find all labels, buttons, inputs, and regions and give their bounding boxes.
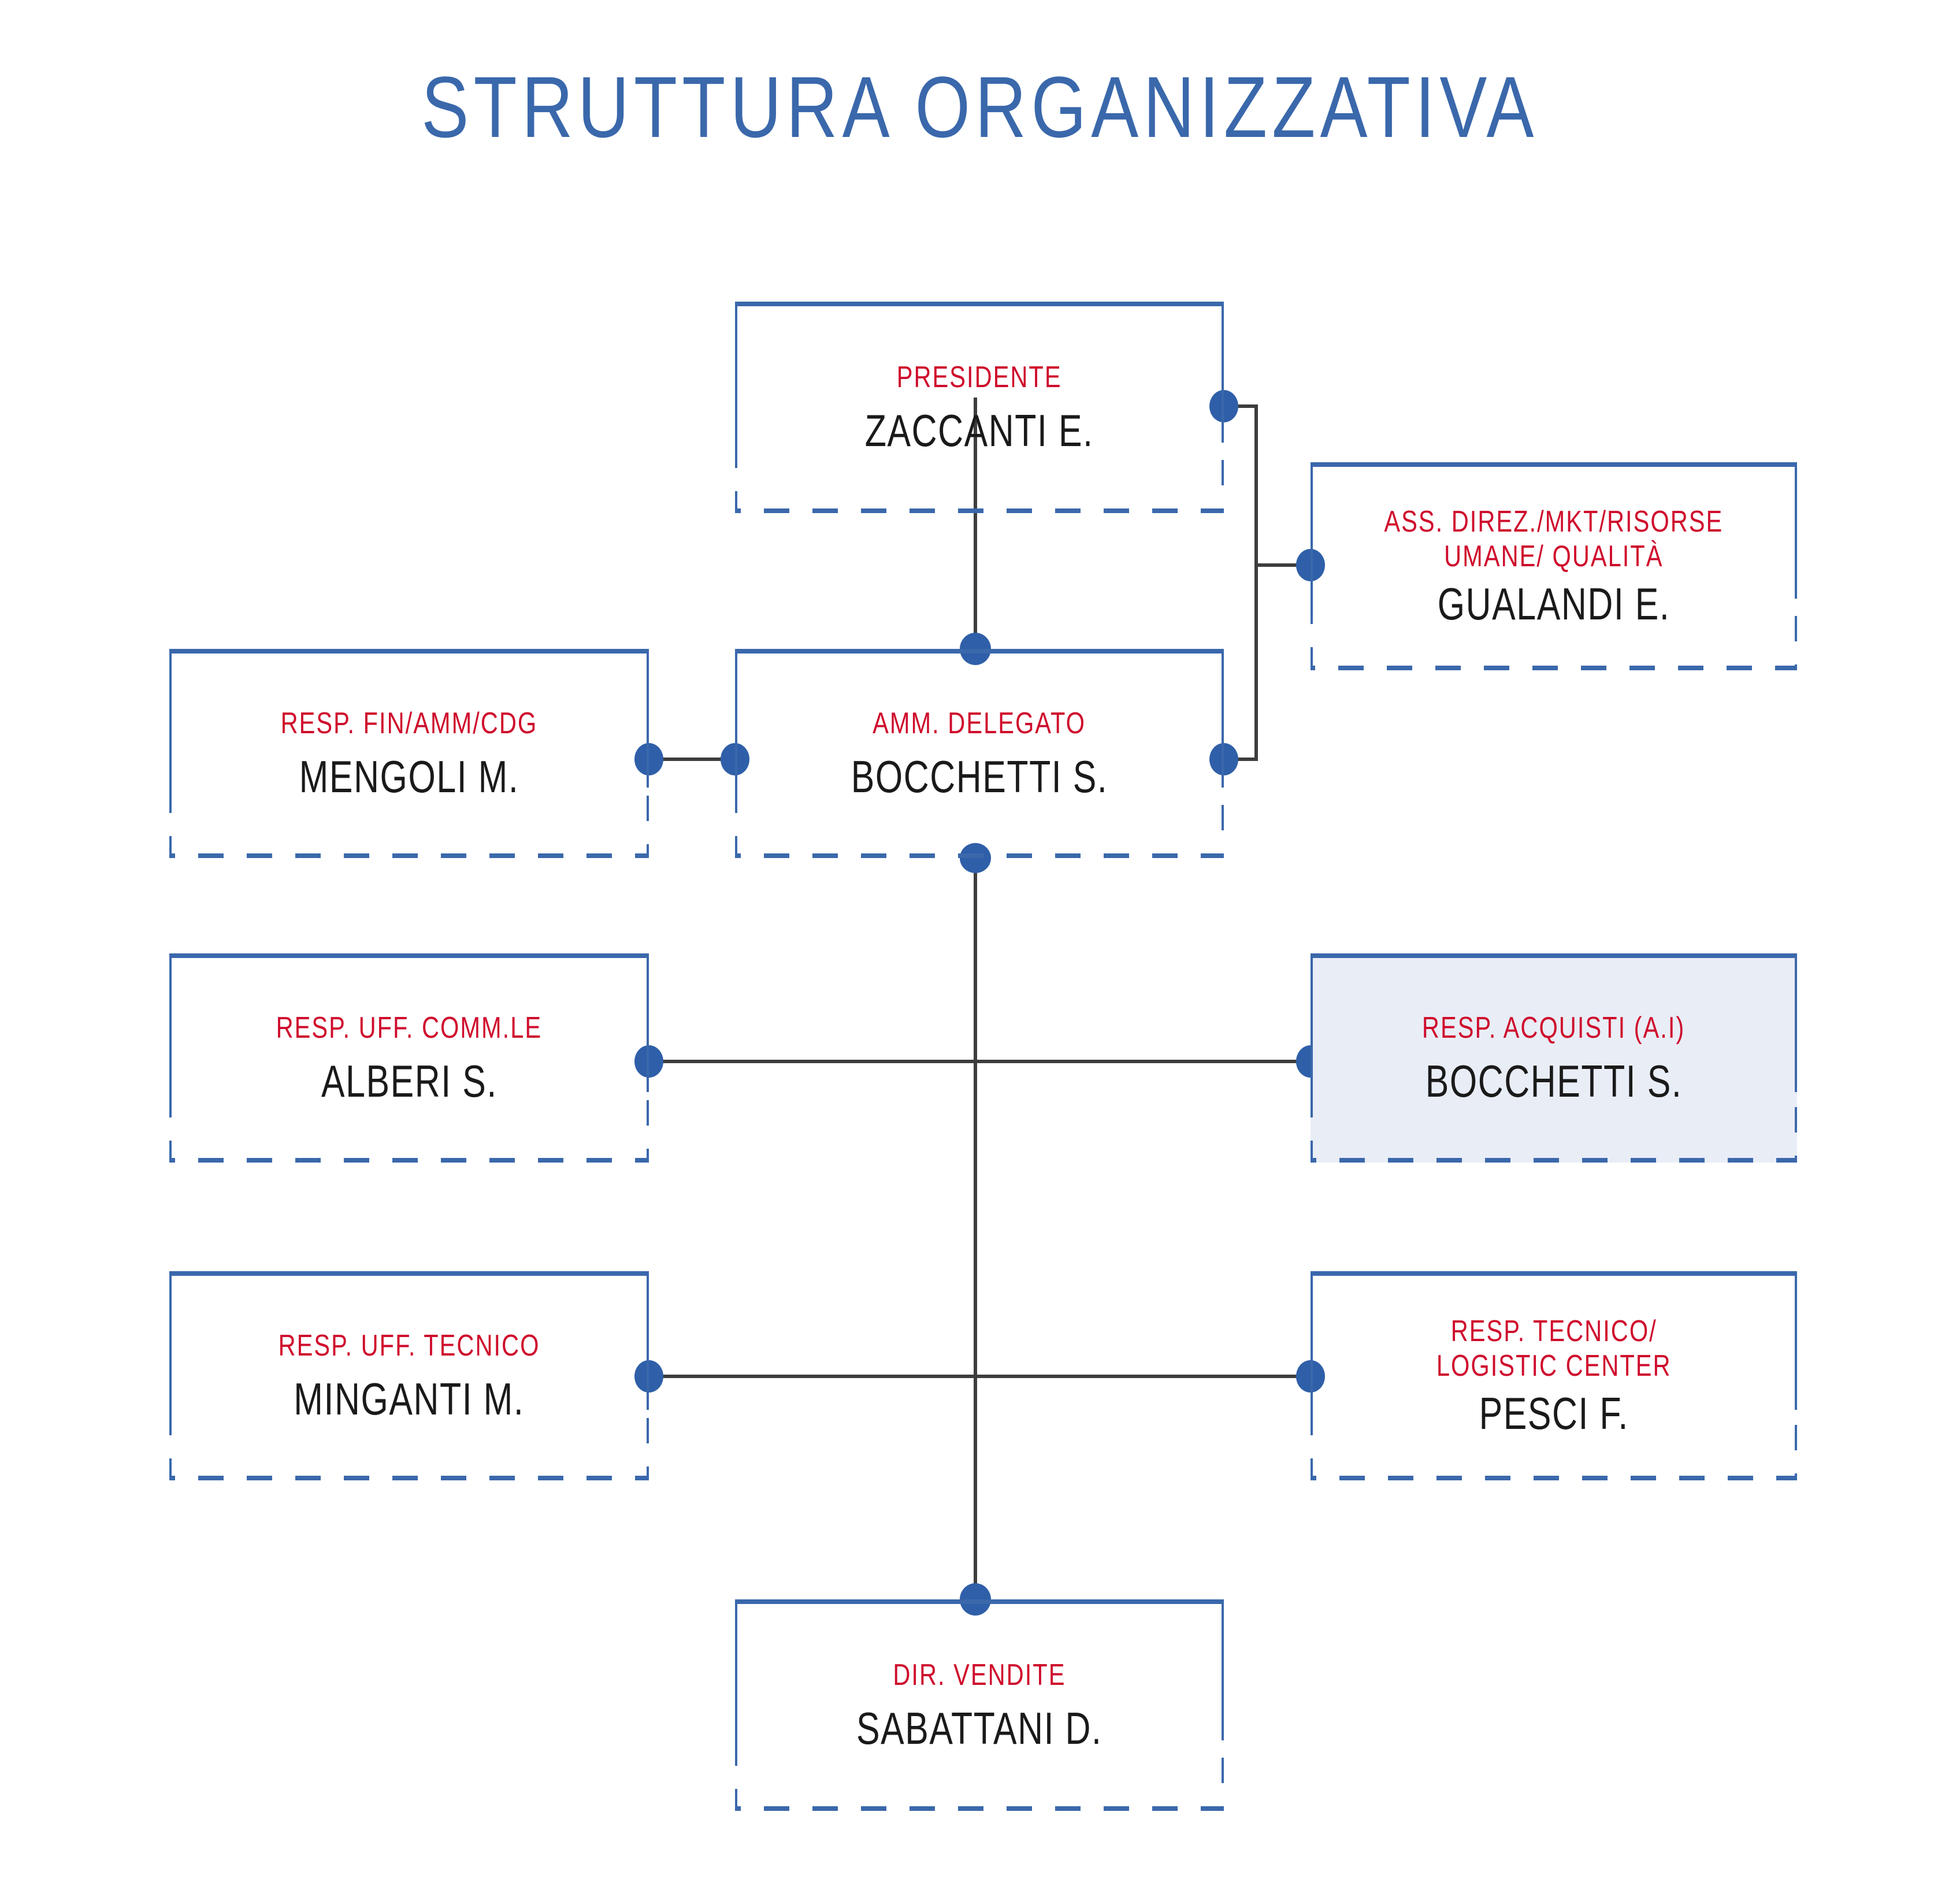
- node-person-dir-vendite: SABATTANI D.: [856, 1703, 1102, 1754]
- node-person-presidente: ZACCANTI E.: [865, 405, 1094, 456]
- node-body-resp-tecnico-logistic: RESP. TECNICO/ LOGISTIC CENTER PESCI F.: [1311, 1271, 1797, 1480]
- node-resp-uff-tecnico[interactable]: RESP. UFF. TECNICO MINGANTI M.: [169, 1271, 649, 1480]
- node-person-resp-uff-tecnico: MINGANTI M.: [294, 1373, 525, 1425]
- node-dir-vendite[interactable]: DIR. VENDITE SABATTANI D.: [735, 1599, 1224, 1811]
- node-body-presidente: PRESIDENTE ZACCANTI E.: [735, 302, 1224, 513]
- node-role-amm-delegato: AMM. DELEGATO: [873, 706, 1086, 740]
- node-presidente[interactable]: PRESIDENTE ZACCANTI E.: [735, 302, 1224, 513]
- node-role-resp-fin-amm-cdg: RESP. FIN/AMM/CDG: [280, 706, 538, 740]
- node-role-assistente-direzione: ASS. DIREZ./MKT/RISORSE UMANE/ QUALITÀ: [1384, 504, 1724, 574]
- node-person-resp-uff-commerciale: ALBERI S.: [321, 1056, 498, 1107]
- node-role-resp-uff-tecnico: RESP. UFF. TECNICO: [278, 1328, 540, 1362]
- node-role-resp-tecnico-logistic: RESP. TECNICO/ LOGISTIC CENTER: [1436, 1314, 1672, 1383]
- node-person-assistente-direzione: GUALANDI E.: [1437, 578, 1671, 630]
- node-resp-acquisti[interactable]: RESP. ACQUISTI (A.I) BOCCHETTI S.: [1311, 953, 1797, 1163]
- node-person-resp-acquisti: BOCCHETTI S.: [1425, 1056, 1683, 1107]
- node-body-amm-delegato: AMM. DELEGATO BOCCHETTI S.: [735, 649, 1224, 858]
- node-role-presidente: PRESIDENTE: [897, 360, 1062, 394]
- node-resp-uff-commerciale[interactable]: RESP. UFF. COMM.LE ALBERI S.: [169, 953, 649, 1163]
- node-assistente-direzione[interactable]: ASS. DIREZ./MKT/RISORSE UMANE/ QUALITÀ G…: [1311, 462, 1797, 670]
- node-body-resp-uff-commerciale: RESP. UFF. COMM.LE ALBERI S.: [169, 953, 649, 1163]
- node-resp-tecnico-logistic[interactable]: RESP. TECNICO/ LOGISTIC CENTER PESCI F.: [1311, 1271, 1797, 1480]
- node-amm-delegato[interactable]: AMM. DELEGATO BOCCHETTI S.: [735, 649, 1224, 858]
- node-role-resp-acquisti: RESP. ACQUISTI (A.I): [1422, 1011, 1686, 1045]
- node-body-assistente-direzione: ASS. DIREZ./MKT/RISORSE UMANE/ QUALITÀ G…: [1311, 462, 1797, 670]
- node-body-resp-fin-amm-cdg: RESP. FIN/AMM/CDG MENGOLI M.: [169, 649, 649, 858]
- connector-presidente-right-rail: [1224, 404, 1258, 761]
- node-body-resp-uff-tecnico: RESP. UFF. TECNICO MINGANTI M.: [169, 1271, 649, 1480]
- node-role-dir-vendite: DIR. VENDITE: [893, 1658, 1066, 1692]
- node-body-resp-acquisti: RESP. ACQUISTI (A.I) BOCCHETTI S.: [1311, 953, 1797, 1163]
- page-title: STRUTTURA ORGANIZZATIVA: [421, 58, 1539, 155]
- node-person-resp-tecnico-logistic: PESCI F.: [1479, 1388, 1629, 1439]
- node-person-resp-fin-amm-cdg: MENGOLI M.: [299, 751, 519, 803]
- node-resp-fin-amm-cdg[interactable]: RESP. FIN/AMM/CDG MENGOLI M.: [169, 649, 649, 858]
- node-role-resp-uff-commerciale: RESP. UFF. COMM.LE: [276, 1011, 543, 1045]
- node-body-dir-vendite: DIR. VENDITE SABATTANI D.: [735, 1599, 1224, 1811]
- node-person-amm-delegato: BOCCHETTI S.: [851, 751, 1108, 803]
